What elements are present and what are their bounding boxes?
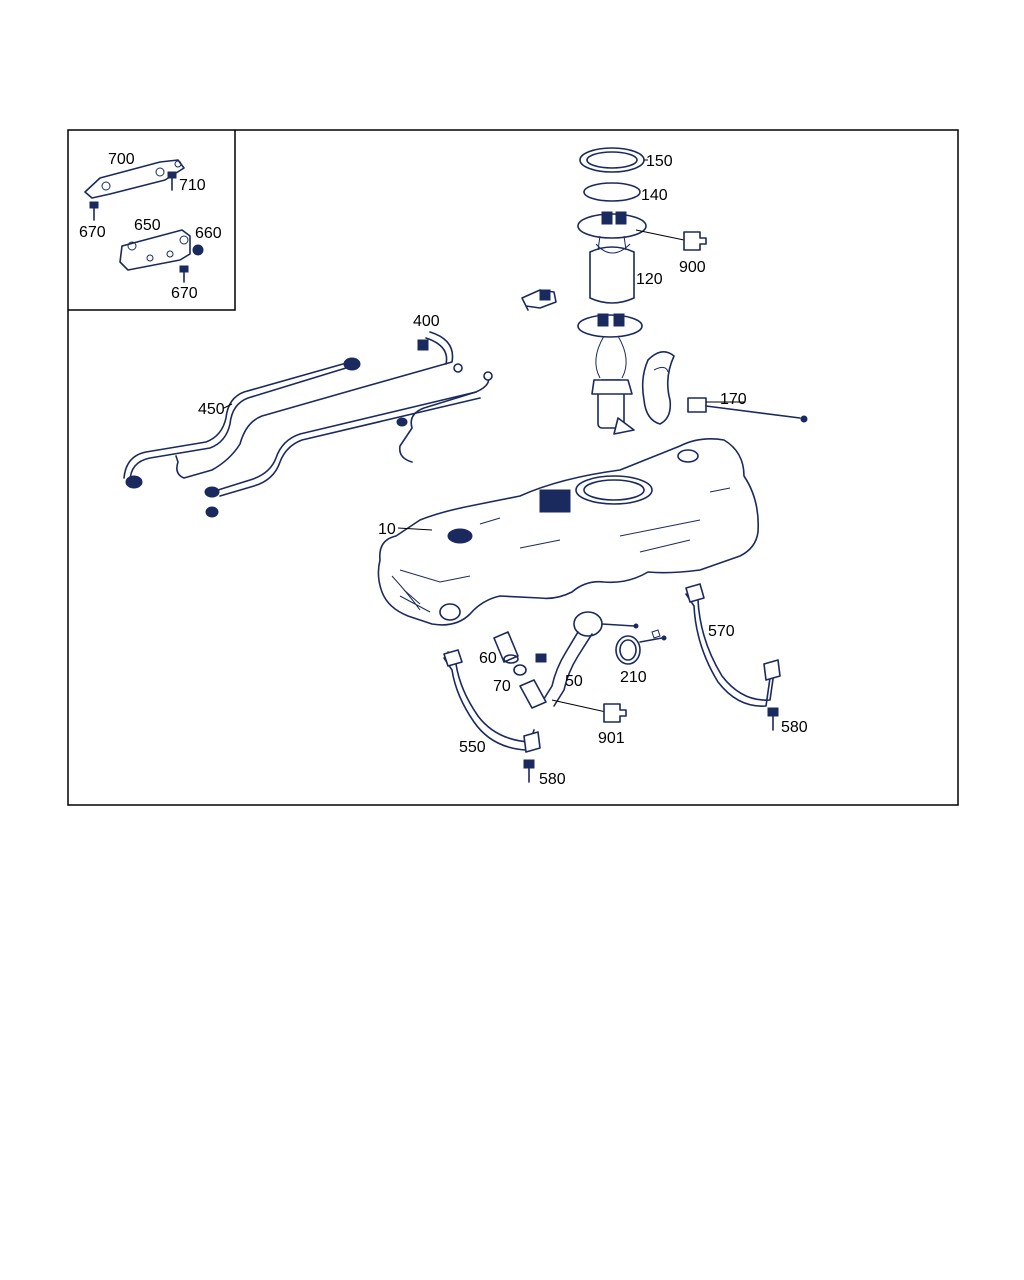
callout-670-upper: 670 (79, 224, 106, 241)
hose-curved (641, 351, 675, 425)
bolt-670-upper (89, 201, 99, 221)
callout-580-left: 580 (539, 771, 566, 788)
sealing-ring-150 (579, 147, 645, 173)
callout-650: 650 (134, 217, 161, 234)
fuel-pump-lower-assembly (577, 313, 643, 435)
fuel-line-450 (123, 357, 361, 489)
leader-450 (223, 403, 233, 409)
callout-550: 550 (459, 739, 486, 756)
callout-150: 150 (646, 153, 673, 170)
o-ring-140 (583, 182, 641, 202)
callout-660: 660 (195, 225, 222, 242)
fuel-pump-module-120 (577, 211, 647, 304)
connector-900 (683, 231, 707, 251)
pressure-sensor (521, 289, 557, 311)
nut-660 (192, 244, 204, 256)
connector-901 (603, 703, 627, 723)
callout-170: 170 (720, 391, 747, 408)
callout-10: 10 (378, 521, 396, 538)
strap-570 (685, 583, 781, 707)
callout-70: 70 (493, 678, 511, 695)
callout-450: 450 (198, 401, 225, 418)
callout-901: 901 (598, 730, 625, 747)
callout-580-right: 580 (781, 719, 808, 736)
bracket-700 (84, 159, 185, 199)
callout-400: 400 (413, 313, 440, 330)
fuel-cap-210 (615, 629, 667, 665)
fuel-tank-10 (377, 438, 760, 626)
callout-710: 710 (179, 177, 206, 194)
callout-700: 700 (108, 151, 135, 168)
callout-570: 570 (708, 623, 735, 640)
leader-900 (635, 229, 685, 241)
callout-210: 210 (620, 669, 647, 686)
bolt-710 (167, 171, 177, 191)
inset-frame (68, 130, 236, 311)
bolt-580-left (523, 759, 535, 783)
callout-140: 140 (641, 187, 668, 204)
filler-hose-lower (519, 679, 547, 709)
fuel-line-return (204, 371, 493, 518)
bolt-670-lower (179, 265, 189, 283)
fuel-line-400 (175, 331, 463, 479)
callout-900: 900 (679, 259, 706, 276)
clamp-70 (513, 664, 527, 676)
callout-60: 60 (479, 650, 497, 667)
filler-neck-50 (541, 611, 639, 713)
level-sensor-170 (687, 397, 808, 423)
hose-60 (493, 631, 519, 664)
strap-550 (443, 649, 541, 753)
callout-670-lower: 670 (171, 285, 198, 302)
clip-small (535, 653, 547, 663)
bolt-580-right (767, 707, 779, 731)
bracket-650 (119, 229, 191, 271)
leader-10 (397, 527, 433, 531)
callout-120: 120 (636, 271, 663, 288)
callout-50: 50 (565, 673, 583, 690)
diagram-frame (67, 129, 959, 806)
